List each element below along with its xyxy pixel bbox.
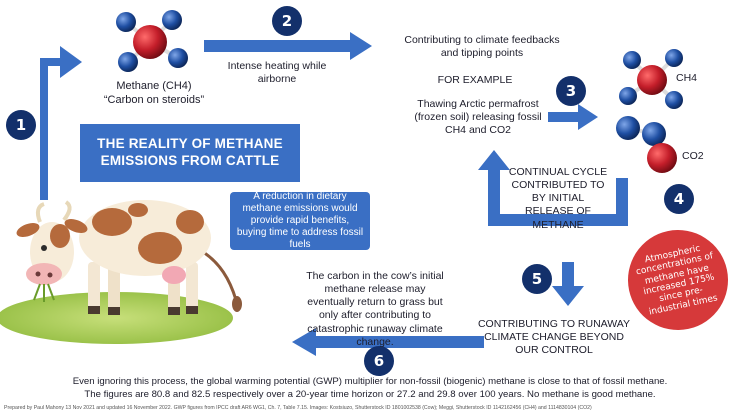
arrow-5 <box>552 262 584 306</box>
step5-text: CONTRIBUTING TO RUNAWAY CLIMATE CHANGE B… <box>477 318 631 357</box>
cow-illustration <box>16 200 242 315</box>
step2-label: Intense heating while airborne <box>227 60 327 86</box>
co2-molecule <box>616 116 677 173</box>
arrow-2 <box>204 32 372 60</box>
ch4-label: CH4 <box>676 72 698 84</box>
arrow-4-cycle <box>478 150 628 226</box>
step-2-badge: 2 <box>272 6 302 36</box>
feedbacks-heading: Contributing to climate feedbacks and ti… <box>382 34 582 60</box>
step-4-badge: 4 <box>664 184 694 214</box>
methane-molecule-top <box>116 10 188 72</box>
step-1-badge: 1 <box>6 110 36 140</box>
step-3-badge: 3 <box>556 76 586 106</box>
footer-line-2: The figures are 80.8 and 82.5 respective… <box>84 389 656 400</box>
for-example-label: FOR EXAMPLE <box>437 74 513 86</box>
methane-label-line2: “Carbon on steroids” <box>103 93 205 106</box>
feedbacks-line1: Contributing to climate feedbacks <box>404 34 560 46</box>
reduction-note: A reduction in dietary methane emissions… <box>230 191 370 250</box>
arrow-3 <box>548 104 598 130</box>
image-credits: Prepared by Paul Mahony 13 Nov 2021 and … <box>4 405 592 411</box>
step-5-badge: 5 <box>522 264 552 294</box>
methane-label: Methane (CH4) “Carbon on steroids” <box>84 80 224 108</box>
page-title: THE REALITY OF METHANE EMISSIONS FROM CA… <box>80 124 300 182</box>
feedbacks-line2: and tipping points <box>440 47 524 60</box>
methane-molecule-right <box>619 49 683 109</box>
methane-label-line1: Methane (CH4) <box>116 80 192 92</box>
permafrost-text: Thawing Arctic permafrost (frozen soil) … <box>414 98 542 137</box>
footer-line-1: Even ignoring this process, the global w… <box>72 376 668 387</box>
step6-text: The carbon in the cow’s initial methane … <box>306 270 444 348</box>
cycle-text: CONTINUAL CYCLE CONTRIBUTED TO BY INITIA… <box>508 166 608 231</box>
co2-label: CO2 <box>682 150 704 162</box>
step-6-badge: 6 <box>364 346 394 376</box>
arrow-6 <box>292 328 484 356</box>
arrow-1 <box>40 46 82 200</box>
